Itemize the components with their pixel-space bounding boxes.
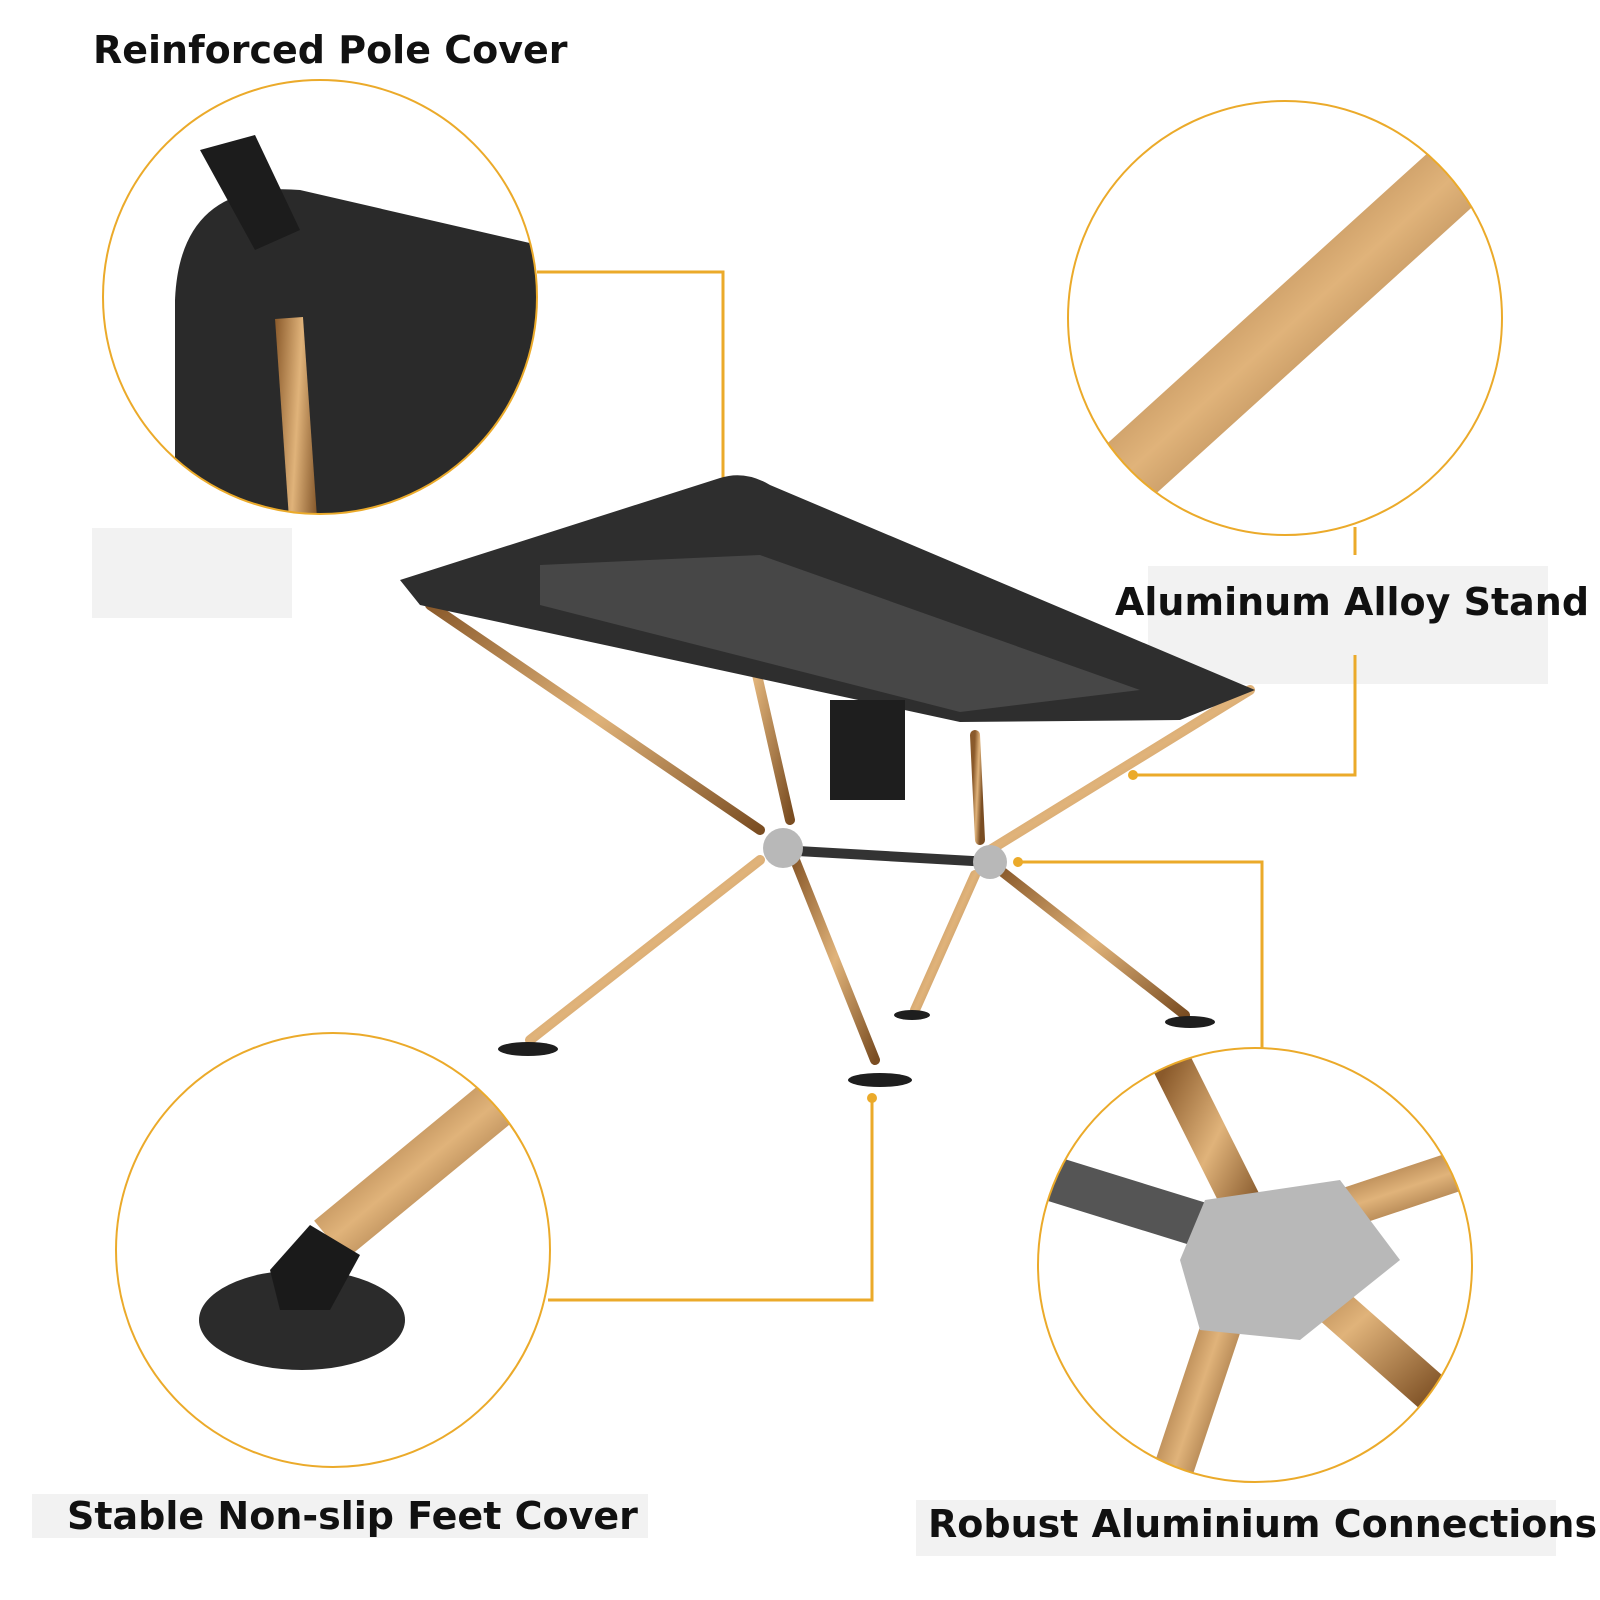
connector-joint-closeup <box>1038 1051 1467 1482</box>
feature-label-connections: Robust Aluminium Connections <box>928 1502 1598 1546</box>
label-background <box>92 528 292 618</box>
label-background <box>1148 566 1548 684</box>
feature-label-feet-cover: Stable Non-slip Feet Cover <box>67 1494 638 1538</box>
feature-label-pole-cover: Reinforced Pole Cover <box>93 28 568 72</box>
aluminum-tube-closeup <box>1095 145 1485 505</box>
label-background <box>916 1500 1556 1556</box>
feature-label-aluminum-stand: Aluminum Alloy Stand <box>1115 580 1590 624</box>
pole-cover-closeup <box>175 135 537 514</box>
foot-pad-closeup <box>199 1080 516 1370</box>
callout-lines <box>537 270 1357 1302</box>
stool-product <box>400 475 1255 1087</box>
label-background <box>32 1494 648 1538</box>
